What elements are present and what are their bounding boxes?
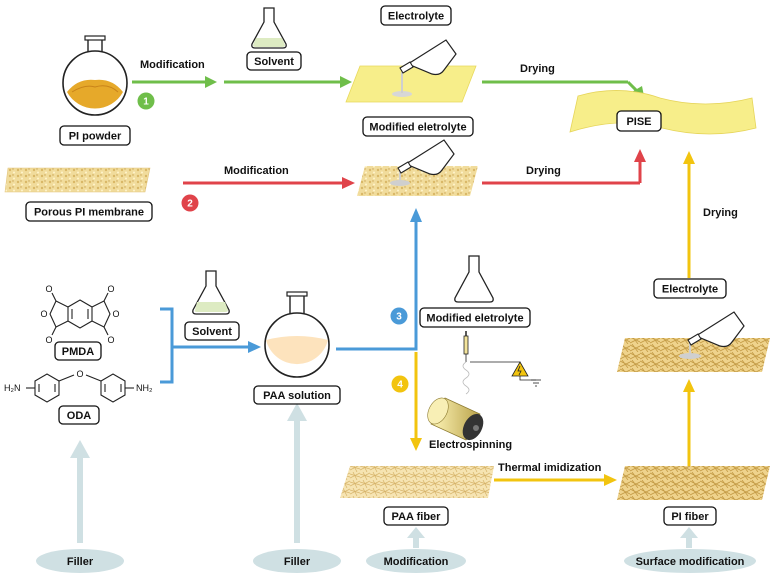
svg-text:H₂N: H₂N (4, 383, 21, 393)
svg-text:Surface modification: Surface modification (636, 556, 745, 568)
svg-text:PI fiber: PI fiber (671, 511, 709, 523)
modified-electrolyte-mid-label: Modified eletrolyte (419, 307, 531, 328)
svg-text:O: O (45, 335, 52, 345)
fiber-mat-icon (340, 466, 494, 498)
collector-drum-icon (427, 397, 484, 441)
svg-text:PAA solution: PAA solution (263, 390, 331, 402)
pise-label: PISE (616, 110, 662, 132)
drying-2-text: Drying (526, 165, 561, 177)
electrolyte-top-label: Electrolyte (380, 5, 452, 26)
drying-right-text: Drying (703, 207, 738, 219)
route-number-3: 3 (390, 307, 408, 325)
paa-fiber-label: PAA fiber (383, 506, 449, 526)
thermal-imidization-text: Thermal imidization (498, 462, 602, 474)
pale-input-arrows (70, 403, 698, 548)
svg-text:PMDA: PMDA (62, 346, 94, 358)
svg-text:O: O (112, 309, 119, 319)
modification-2-text: Modification (224, 165, 289, 177)
electrospinning-text: Electrospinning (429, 439, 512, 451)
round-flask-icon (264, 291, 330, 378)
filler-left-pill: Filler (36, 549, 124, 573)
svg-text:2: 2 (187, 199, 193, 210)
svg-text:Modified eletrolyte: Modified eletrolyte (369, 122, 466, 134)
blue-route-arrows (160, 208, 422, 384)
modified-electrolyte-top-label: Modified eletrolyte (362, 116, 474, 137)
svg-text:Filler: Filler (67, 556, 94, 568)
porous-membrane-label: Porous PI membrane (25, 201, 153, 222)
svg-text:O: O (107, 284, 114, 294)
fiber-mat-icon (617, 311, 770, 372)
fiber-mat-icon (617, 466, 770, 500)
svg-text:ODA: ODA (67, 410, 92, 422)
surface-modification-pill: Surface modification (624, 549, 756, 573)
svg-text:O: O (40, 309, 47, 319)
svg-text:3: 3 (396, 312, 402, 323)
filler-mid-pill: Filler (253, 549, 341, 573)
svg-text:Solvent: Solvent (192, 326, 232, 338)
erlenmeyer-flask-icon (251, 7, 287, 49)
drying-1-text: Drying (520, 63, 555, 75)
paa-solution-label: PAA solution (253, 385, 341, 405)
pmda-structure (49, 292, 111, 336)
pise-film (569, 90, 757, 135)
electrolyte-film (345, 65, 477, 103)
route-number-2: 2 (181, 194, 199, 212)
svg-text:NH₂: NH₂ (136, 383, 153, 393)
oda-label: ODA (58, 405, 100, 425)
svg-text:Filler: Filler (284, 556, 311, 568)
yellow-route-arrows (410, 151, 695, 486)
svg-text:4: 4 (397, 380, 403, 391)
pi-fiber-label: PI fiber (663, 506, 717, 526)
oda-structure (26, 373, 134, 403)
route-number-4: 4 (391, 375, 409, 393)
svg-text:Porous PI membrane: Porous PI membrane (34, 207, 144, 219)
svg-text:O: O (76, 369, 83, 379)
electrolyte-right-label: Electrolyte (653, 278, 727, 299)
erlenmeyer-flask-icon (454, 255, 494, 303)
pouring-flask-icon (399, 39, 457, 76)
svg-text:PAA fiber: PAA fiber (392, 511, 442, 523)
svg-text:Solvent: Solvent (254, 56, 294, 68)
route-number-1: 1 (137, 92, 155, 110)
modification-bottom-pill: Modification (366, 549, 466, 573)
porous-membrane-icon (4, 167, 151, 193)
pmda-label: PMDA (54, 341, 102, 361)
high-voltage-icon (470, 361, 541, 387)
svg-text:PI powder: PI powder (69, 131, 122, 143)
svg-text:O: O (107, 335, 114, 345)
round-flask-icon (62, 35, 128, 116)
solvent-mid-label: Solvent (184, 321, 240, 341)
svg-text:Modified eletrolyte: Modified eletrolyte (426, 313, 523, 325)
oda-atoms: O H₂N NH₂ (4, 369, 153, 393)
pmda-atoms: O O O O O O (40, 284, 119, 345)
modification-1-text: Modification (140, 59, 205, 71)
solvent-top-label: Solvent (246, 51, 302, 71)
svg-text:Electrolyte: Electrolyte (388, 11, 444, 23)
porous-membrane-icon (357, 139, 478, 196)
red-route-arrows (183, 149, 646, 189)
svg-text:PISE: PISE (626, 116, 651, 128)
svg-text:Electrolyte: Electrolyte (662, 284, 718, 296)
syringe-icon (462, 331, 470, 395)
svg-text:Modification: Modification (384, 556, 449, 568)
pi-powder-label: PI powder (59, 125, 131, 146)
erlenmeyer-flask-icon (192, 270, 230, 315)
svg-text:1: 1 (143, 97, 149, 108)
svg-text:O: O (45, 284, 52, 294)
